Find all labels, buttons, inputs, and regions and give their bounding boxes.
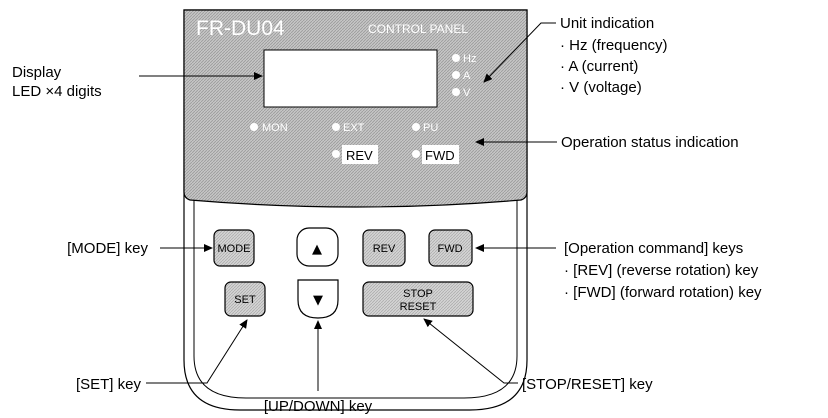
led-ext [332, 123, 340, 131]
stop-reset-key[interactable]: STOP RESET [362, 281, 474, 317]
status-label: Operation status indication [561, 134, 739, 151]
up-key-icon: ▲ [312, 242, 322, 257]
unit-indication-title: Unit indication [560, 15, 654, 32]
set-key-callout: [SET] key [76, 376, 142, 393]
led-rev [332, 150, 340, 158]
reset-key-label: RESET [400, 301, 437, 313]
led-hz [452, 54, 460, 62]
led-fwd-label: FWD [425, 148, 455, 163]
opcmd-title: [Operation command] keys [564, 240, 743, 257]
led-fwd [412, 150, 420, 158]
opcmd-item-rev: · [REV] (reverse rotation) key [564, 262, 759, 279]
set-leader [146, 319, 248, 384]
display-led-label: LED ×4 digits [12, 83, 102, 100]
unit-item-a: · A (current) [560, 58, 638, 75]
fwd-key-label: FWD [437, 243, 462, 255]
updown-key-callout: [UP/DOWN] key [264, 398, 373, 415]
led-a-label: A [463, 70, 471, 82]
mode-key-label: MODE [218, 243, 251, 255]
mode-key[interactable]: MODE [213, 229, 255, 267]
led-mon [250, 123, 258, 131]
led-rev-label: REV [346, 148, 373, 163]
down-key[interactable]: ▼ [297, 279, 339, 319]
unit-item-hz: · Hz (frequency) [560, 37, 668, 54]
stop-key-label: STOP [403, 288, 433, 300]
led-mon-label: MON [262, 122, 288, 134]
led-ext-label: EXT [343, 122, 365, 134]
stopreset-key-callout: [STOP/RESET] key [522, 376, 653, 393]
led-v [452, 88, 460, 96]
panel-inner-outline [193, 189, 518, 399]
set-key[interactable]: SET [224, 281, 266, 317]
led-hz-label: Hz [463, 53, 476, 65]
panel-model: FR-DU04 [196, 17, 285, 40]
stopreset-leader [423, 318, 518, 384]
opcmd-item-fwd: · [FWD] (forward rotation) key [564, 284, 762, 301]
rev-key-label: REV [373, 243, 396, 255]
led-fwd-box [422, 145, 459, 164]
mode-key-callout: [MODE] key [67, 240, 148, 257]
display-label: Display [12, 64, 62, 81]
led-pu-label: PU [423, 122, 438, 134]
unit-leader [483, 22, 556, 83]
led-rev-box [342, 145, 378, 164]
down-key-icon: ▼ [313, 293, 323, 308]
unit-item-v: · V (voltage) [560, 79, 642, 96]
set-key-label: SET [234, 294, 256, 306]
panel-brand: CONTROL PANEL [368, 22, 468, 36]
led-pu [412, 123, 420, 131]
up-key[interactable]: ▲ [296, 227, 339, 267]
rev-key[interactable]: REV [362, 229, 406, 267]
led-a [452, 71, 460, 79]
led-v-label: V [463, 87, 471, 99]
led-display [263, 49, 438, 108]
fwd-key[interactable]: FWD [428, 229, 473, 267]
